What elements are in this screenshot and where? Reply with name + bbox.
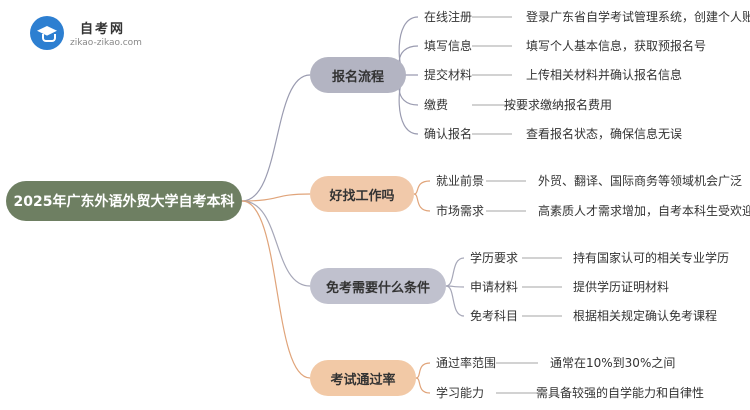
item-key: 申请材料: [470, 280, 519, 294]
connector-line: [413, 193, 431, 212]
branch-node-employment: 好找工作吗: [310, 176, 414, 212]
item-key: 填写信息: [424, 39, 473, 53]
item-value: 外贸、翻译、国际商务等领域机会广泛: [538, 174, 743, 188]
item-value: 持有国家认可的相关专业学历: [573, 251, 730, 265]
item-key: 免考科目: [470, 309, 519, 323]
logo: 自考网 zikao-zikao.com: [30, 14, 230, 54]
item-key: 在线注册: [424, 10, 473, 24]
item-key: 缴费: [424, 98, 449, 112]
item-value: 通常在10%到30%之间: [550, 356, 676, 370]
connector-line: [415, 377, 431, 394]
item-key: 确认报名: [424, 127, 473, 141]
connector-line: [445, 257, 465, 287]
item-value: 按要求缴纳报名费用: [504, 98, 613, 112]
item-key: 就业前景: [436, 174, 485, 188]
connector-line: [241, 200, 311, 287]
item-value: 填写个人基本信息，获取预报名号: [526, 39, 707, 53]
branch-node-pass-rate: 考试通过率: [310, 360, 416, 396]
item-value: 登录广东省自学考试管理系统，创建个人账号: [526, 10, 750, 24]
logo-name: 自考网: [80, 22, 126, 37]
logo-url: zikao-zikao.com: [70, 38, 142, 48]
item-key: 市场需求: [436, 204, 485, 218]
item-value: 上传相关材料并确认报名信息: [526, 68, 683, 82]
connector-line: [413, 180, 431, 195]
connector-line: [241, 74, 311, 202]
item-key: 学历要求: [470, 251, 519, 265]
item-key: 通过率范围: [436, 356, 497, 370]
branch-node-exemption: 免考需要什么条件: [310, 268, 446, 304]
connector-line: [415, 362, 431, 379]
connector-line: [241, 200, 311, 379]
branch-node-registration: 报名流程: [310, 57, 406, 93]
connector-line: [241, 193, 311, 202]
root-node: 2025年广东外语外贸大学自考本科: [6, 181, 242, 221]
item-value: 查看报名状态，确保信息无误: [526, 127, 683, 141]
item-value: 高素质人才需求增加，自考本科生受欢迎: [538, 204, 750, 218]
item-value: 提供学历证明材料: [573, 280, 670, 294]
item-value: 需具备较强的自学能力和自律性: [536, 386, 705, 400]
connector-line: [445, 285, 465, 317]
item-value: 根据相关规定确认免考课程: [573, 309, 718, 323]
item-key: 学习能力: [436, 386, 485, 400]
item-key: 提交材料: [424, 68, 473, 82]
graduation-cap-icon: [30, 16, 64, 50]
